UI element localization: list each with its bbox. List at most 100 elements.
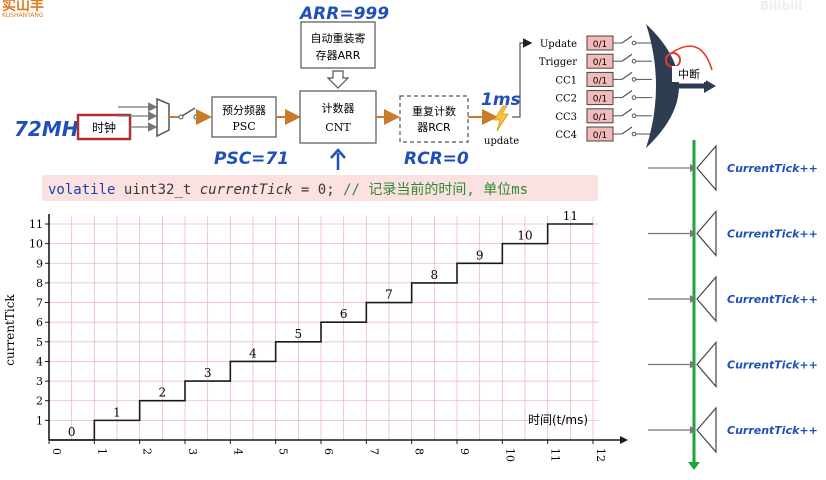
code-line: volatile uint32_t currentTick = 0; // 记录… [48, 179, 528, 199]
interrupt-enable-contact [631, 131, 637, 137]
x-tick-label: 10 [503, 448, 516, 462]
interrupt-label-bg [672, 66, 706, 82]
psc-annotation: PSC=71 [214, 149, 289, 169]
timeline-event-label: CurrentTick++ [727, 228, 818, 241]
arr-sublabel: 存器ARR [316, 48, 361, 62]
interrupt-source-name: Update [540, 39, 577, 50]
tick-step-line [49, 223, 593, 441]
step-value-label: 0 [68, 425, 76, 439]
rcr-annotation: RCR=0 [404, 149, 469, 169]
interrupt-flag-value: 0/1 [593, 58, 607, 68]
y-tick-label: 1 [36, 414, 43, 427]
cnt-label: 计数器 [322, 102, 355, 115]
step-value-label: 8 [431, 268, 439, 282]
watermark: Bilibili [760, 0, 802, 13]
x-tick-label: 11 [549, 448, 562, 462]
timeline-event-arrowhead [690, 360, 696, 369]
interrupt-source-name: CC2 [555, 94, 577, 105]
x-tick-label: 4 [231, 448, 244, 455]
interrupt-enable-switch [621, 108, 633, 117]
arr-block [300, 21, 376, 69]
rcr-label: 重复计数 [412, 104, 456, 118]
switch-blade [181, 107, 196, 117]
interrupt-label: 中断 [678, 67, 700, 81]
interrupt-source-name: CC1 [555, 75, 577, 86]
y-tick-label: 2 [36, 395, 43, 408]
timeline-event-label: CurrentTick++ [727, 359, 818, 372]
interrupt-flag-value: 0/1 [593, 95, 607, 105]
timeline-event-arrowhead [690, 295, 696, 303]
x-tick-label: 7 [367, 448, 380, 455]
interrupt-enable-switch [621, 71, 633, 80]
x-tick-label: 9 [458, 448, 471, 455]
y-tick-label: 6 [36, 316, 43, 329]
interrupt-enable-contact [631, 77, 637, 82]
interrupt-enable-contact [631, 113, 637, 119]
arr-annotation: ARR=999 [298, 4, 389, 24]
cnt-pointer-head [330, 148, 346, 159]
interrupt-flag-value: 0/1 [593, 40, 607, 50]
chart-y-label: currentTick [3, 294, 17, 366]
y-tick-label: 3 [36, 375, 43, 388]
x-tick-label: 2 [141, 448, 154, 455]
interrupt-enable-switch [621, 53, 633, 62]
interrupt-or-gate [646, 24, 679, 148]
switch-contact-b [193, 114, 199, 120]
interrupt-flag-value: 0/1 [593, 113, 607, 123]
y-tick-label: 9 [36, 257, 43, 270]
update-highlight-stroke [665, 45, 713, 71]
interrupt-source-name: Trigger [539, 57, 577, 68]
interrupt-flag-value: 0/1 [593, 131, 607, 141]
x-tick-label: 12 [594, 448, 607, 462]
timeline-event-marker [696, 275, 717, 323]
interrupt-flag-value: 0/1 [593, 76, 607, 86]
chart-x-label: 时间(t/ms) [528, 413, 588, 427]
psc-sublabel: PSC [232, 120, 255, 133]
clock-source-label: 时钟 [92, 120, 116, 135]
psc-block [211, 96, 277, 138]
code-comment: // 记录当前的时间, 单位ms [343, 182, 529, 198]
update-label: update [484, 136, 519, 147]
x-tick-label: 5 [277, 448, 290, 455]
x-tick-label: 3 [186, 448, 199, 455]
step-value-label: 9 [476, 248, 484, 262]
x-tick-label: 1 [95, 448, 108, 455]
update-route-line [512, 38, 533, 118]
psc-label: 预分频器 [222, 103, 266, 117]
clock-source-box [76, 113, 132, 141]
timeline-event-label: CurrentTick++ [727, 293, 818, 306]
interrupt-output-arrowhead [704, 79, 716, 93]
timeline-arrowhead [688, 462, 700, 470]
code-identifier: currentTick [199, 182, 293, 198]
y-tick-label: 5 [36, 336, 43, 349]
x-tick-label: 0 [50, 448, 63, 455]
tick-timeline: CurrentTick++ CurrentTick++ CurrentTick++ C… [648, 140, 818, 470]
timeline-event-arrowhead [690, 229, 696, 238]
y-tick-label: 8 [36, 277, 43, 290]
cnt-sublabel: CNT [325, 121, 351, 134]
logo: 实山丰 KUSHANYANG [2, 0, 44, 19]
interrupt-enable-contact [631, 95, 637, 100]
step-value-label: 10 [517, 229, 532, 243]
interrupt-source-name: CC3 [555, 112, 577, 123]
step-value-label: 11 [563, 209, 578, 223]
step-value-label: 1 [113, 405, 121, 419]
logo-subtext: KUSHANYANG [2, 12, 44, 19]
timeline-event-arrowhead [690, 426, 696, 434]
step-value-label: 2 [159, 386, 167, 400]
y-tick-label: 4 [36, 355, 43, 368]
interrupt-enable-contact [631, 58, 637, 64]
y-tick-label: 11 [29, 218, 43, 231]
y-tick-label: 10 [29, 238, 43, 251]
x-tick-label: 6 [322, 448, 335, 455]
y-tick-label: 7 [36, 297, 43, 310]
interrupt-enable-switch [621, 126, 633, 135]
timeline-event-marker [696, 144, 717, 192]
step-value-label: 4 [249, 346, 257, 360]
timeline-event-marker [696, 209, 717, 258]
timeline-event-label: CurrentTick++ [727, 424, 818, 437]
interrupt-enable-switch [621, 90, 633, 99]
interrupt-enable-contact [631, 40, 637, 46]
code-keyword: volatile [48, 182, 116, 198]
